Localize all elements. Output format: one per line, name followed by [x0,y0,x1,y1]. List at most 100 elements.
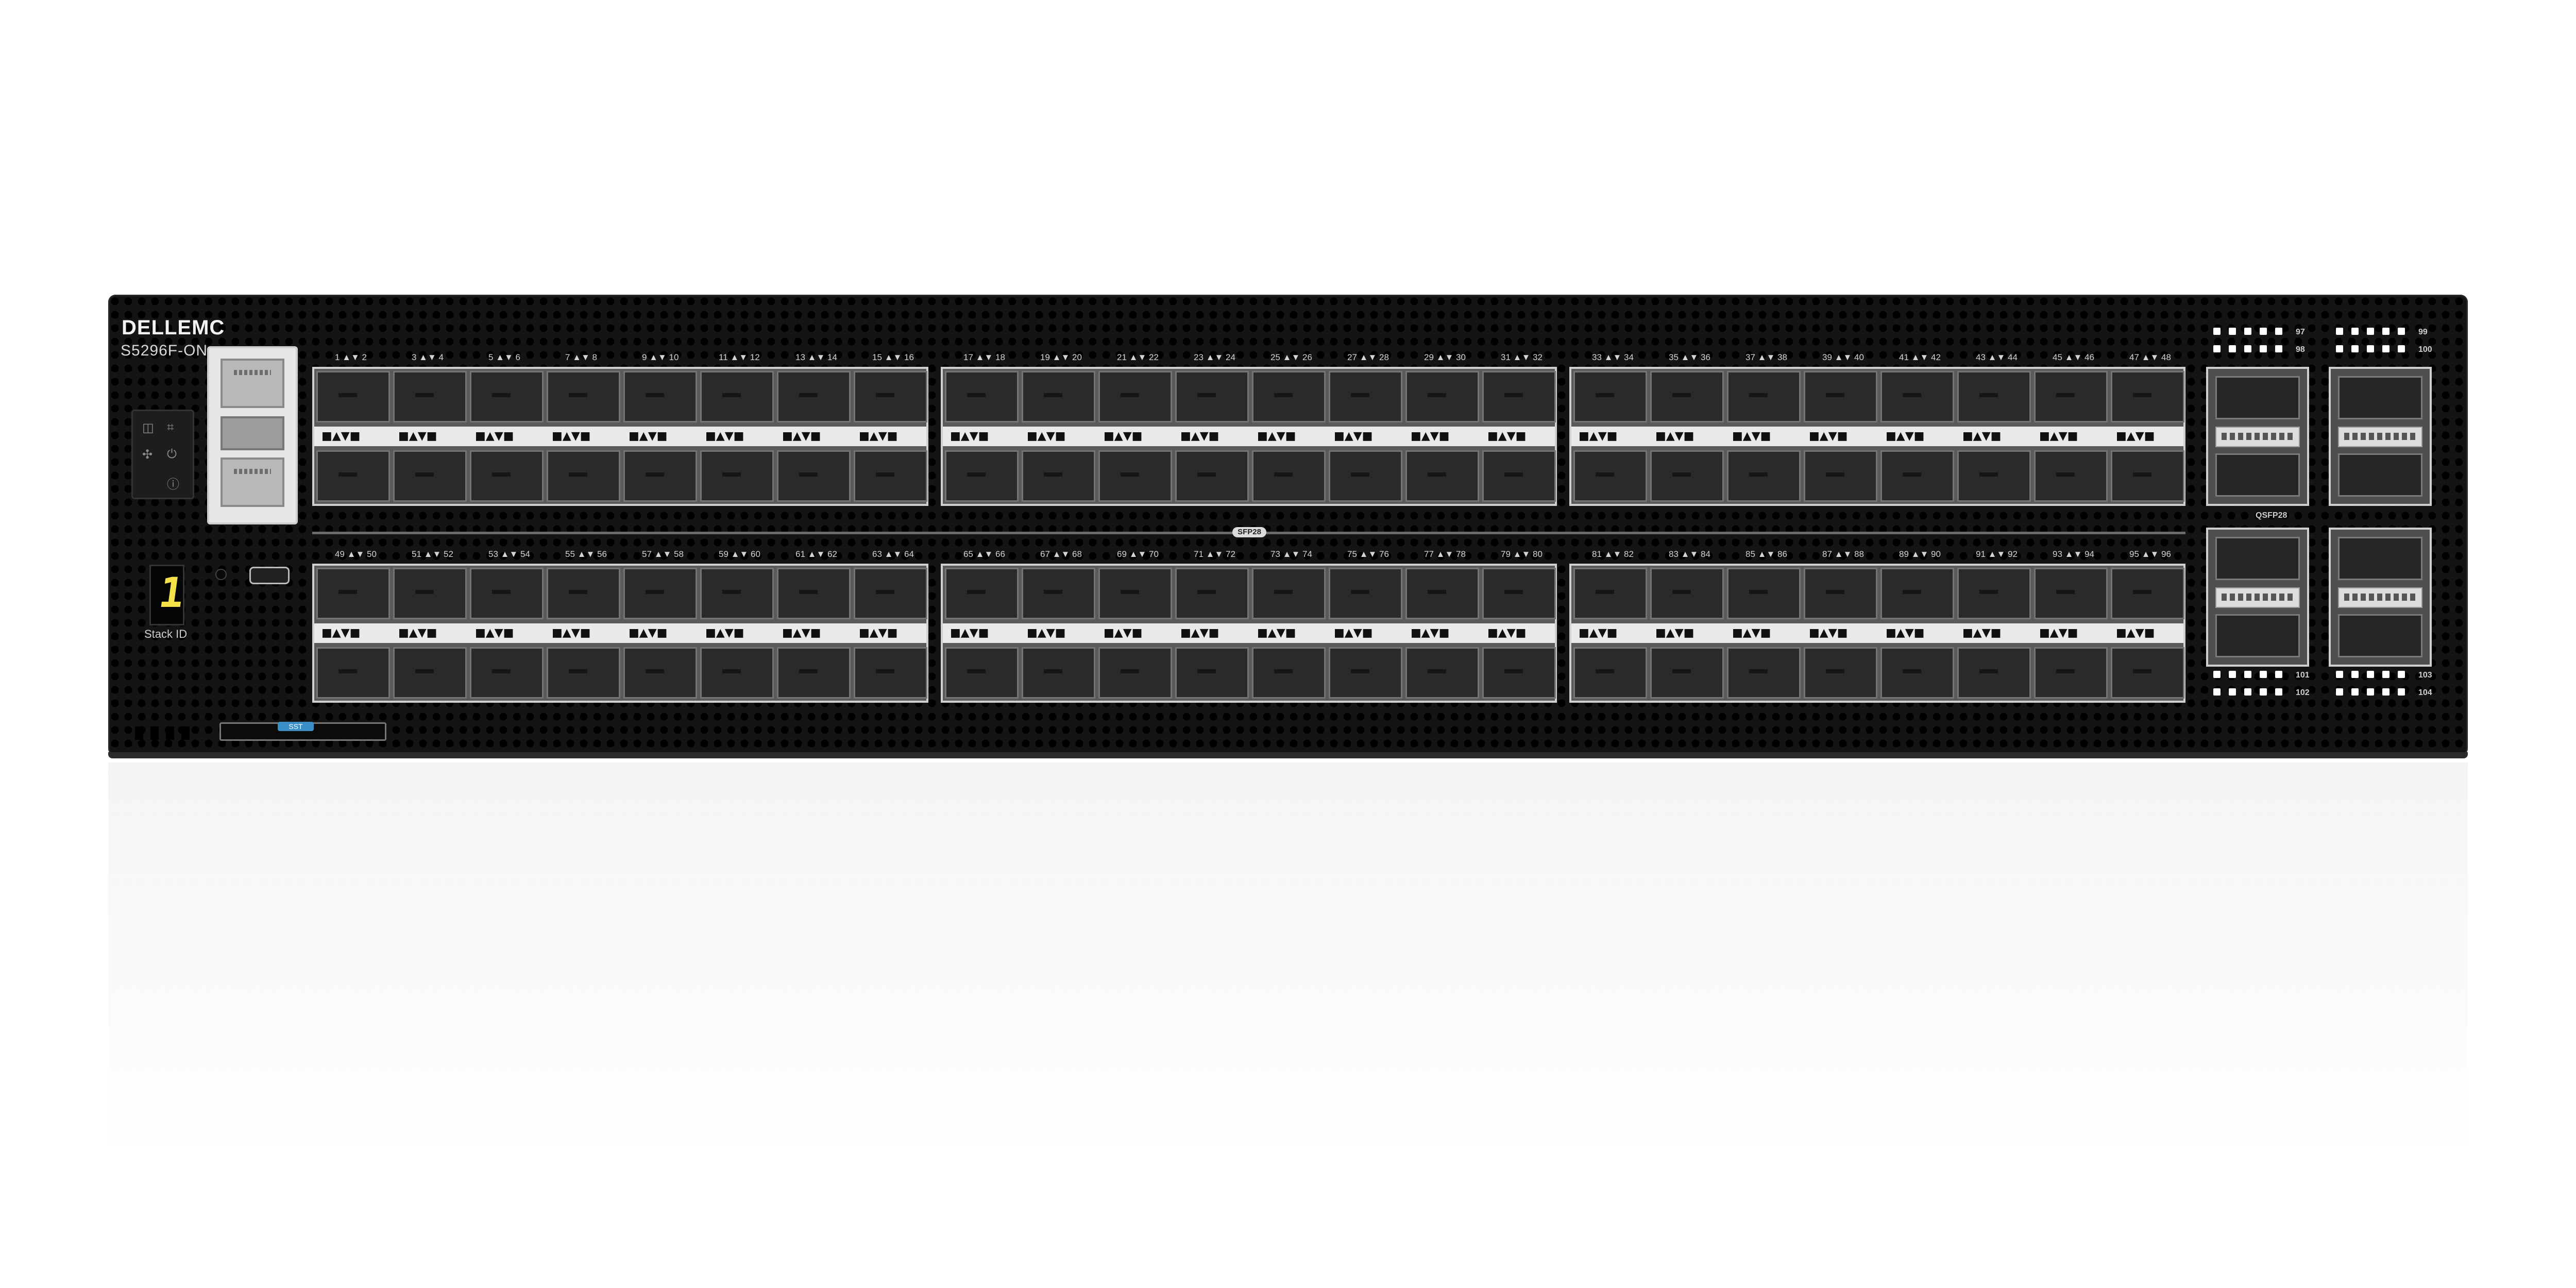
sfp-port[interactable] [2034,568,2108,619]
sfp-port[interactable] [1650,568,1724,619]
sfp-port[interactable] [1482,371,1556,422]
usb-a-port[interactable] [221,416,284,450]
sfp-port[interactable] [1650,371,1724,422]
rj45-console-port[interactable] [221,457,284,507]
sfp-port[interactable] [393,647,467,699]
sfp-port[interactable] [1175,568,1249,619]
sfp-port[interactable] [1650,647,1724,699]
sfp-port[interactable] [945,568,1019,619]
sfp-port[interactable] [2111,647,2184,699]
sfp-port[interactable] [470,371,544,422]
sfp-port[interactable] [470,450,544,502]
sfp-port[interactable] [1329,371,1402,422]
sfp-port[interactable] [777,371,851,422]
sfp-port[interactable] [1252,450,1326,502]
sfp-port[interactable] [945,450,1019,502]
sfp-port[interactable] [1175,647,1249,699]
sfp-port[interactable] [470,647,544,699]
sfp-port[interactable] [1573,371,1647,422]
sfp-port[interactable] [547,371,620,422]
sfp-port[interactable] [1482,647,1556,699]
rj45-management-port[interactable] [221,359,284,408]
sfp-port[interactable] [854,371,927,422]
sfp-port[interactable] [1573,568,1647,619]
sfp-port[interactable] [1957,568,2031,619]
sfp-port[interactable] [1175,371,1249,422]
sfp-port[interactable] [2034,371,2108,422]
sfp-port[interactable] [547,568,620,619]
sfp-port[interactable] [1405,647,1479,699]
sfp-port[interactable] [393,371,467,422]
sfp-port[interactable] [945,371,1019,422]
sfp-port[interactable] [547,647,620,699]
sfp-port[interactable] [700,450,774,502]
sfp-port[interactable] [623,371,697,422]
sfp-port[interactable] [1252,568,1326,619]
qsfp-port[interactable] [2215,614,2300,657]
sfp-port[interactable] [1252,371,1326,422]
sfp-port[interactable] [2111,450,2184,502]
sfp-port[interactable] [1880,371,1954,422]
sfp-port[interactable] [316,450,390,502]
sfp-port[interactable] [1022,450,1095,502]
reset-button[interactable] [215,569,227,580]
sfp-port[interactable] [316,647,390,699]
sfp-port[interactable] [1405,450,1479,502]
qsfp-port[interactable] [2338,376,2422,419]
sfp-port[interactable] [393,568,467,619]
sfp-port[interactable] [1098,647,1172,699]
sfp-port[interactable] [1804,647,1877,699]
sfp-port[interactable] [1022,371,1095,422]
sfp-port[interactable] [316,568,390,619]
sfp-port[interactable] [1880,450,1954,502]
sfp-port[interactable] [1650,450,1724,502]
sfp-port[interactable] [1804,568,1877,619]
sfp-port[interactable] [854,450,927,502]
sfp-port[interactable] [1727,371,1801,422]
qsfp-port[interactable] [2215,537,2300,580]
sfp-port[interactable] [777,647,851,699]
sfp-port[interactable] [1252,647,1326,699]
sfp-port[interactable] [854,568,927,619]
sfp-port[interactable] [1957,450,2031,502]
sfp-port[interactable] [1022,568,1095,619]
qsfp-port[interactable] [2338,453,2422,497]
sfp-port[interactable] [1957,371,2031,422]
sfp-port[interactable] [1022,647,1095,699]
sfp-port[interactable] [700,371,774,422]
sfp-port[interactable] [1727,647,1801,699]
sfp-port[interactable] [700,647,774,699]
sfp-port[interactable] [1957,647,2031,699]
sfp-port[interactable] [316,371,390,422]
sfp-port[interactable] [1482,568,1556,619]
sfp-port[interactable] [470,568,544,619]
qsfp-port[interactable] [2215,376,2300,419]
sfp-port[interactable] [1329,647,1402,699]
sfp-port[interactable] [1405,568,1479,619]
sfp-port[interactable] [2034,450,2108,502]
sfp-port[interactable] [1482,450,1556,502]
sfp-port[interactable] [1804,371,1877,422]
sfp-port[interactable] [1880,647,1954,699]
sfp-port[interactable] [393,450,467,502]
sfp-port[interactable] [1405,371,1479,422]
qsfp-port[interactable] [2215,453,2300,497]
sfp-port[interactable] [1573,450,1647,502]
sfp-port[interactable] [777,568,851,619]
sfp-port[interactable] [1804,450,1877,502]
sfp-port[interactable] [1175,450,1249,502]
sfp-port[interactable] [854,647,927,699]
sfp-port[interactable] [623,568,697,619]
sfp-port[interactable] [2034,647,2108,699]
sfp-port[interactable] [700,568,774,619]
sfp-port[interactable] [1098,568,1172,619]
sfp-port[interactable] [2111,568,2184,619]
sfp-port[interactable] [1098,371,1172,422]
sfp-port[interactable] [1880,568,1954,619]
sfp-port[interactable] [1098,450,1172,502]
sfp-port[interactable] [1329,568,1402,619]
usb-micro-port[interactable] [249,567,290,584]
sfp-port[interactable] [1329,450,1402,502]
sd-card-slot[interactable]: SST [219,722,386,741]
sfp-port[interactable] [945,647,1019,699]
